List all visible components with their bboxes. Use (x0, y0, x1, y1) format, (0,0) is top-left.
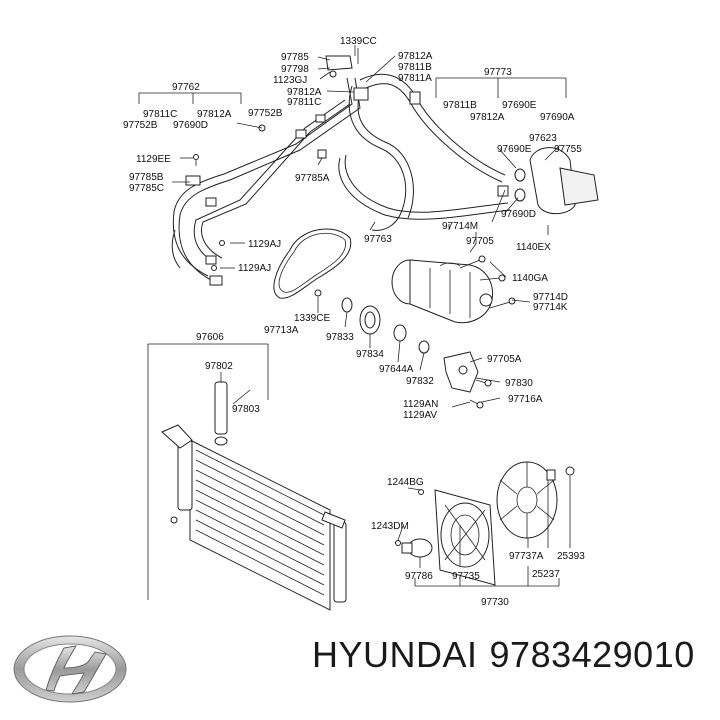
label-97785b: 97785B (129, 172, 164, 183)
label-97802: 97802 (205, 361, 233, 372)
compressor-bracket (443, 351, 492, 409)
hyundai-logo-icon (13, 635, 127, 703)
part-caption: HYUNDAI 9783429010 (312, 634, 707, 676)
label-97762: 97762 (172, 82, 200, 93)
label-97716a: 97716A (508, 394, 543, 405)
label-97714k: 97714K (533, 302, 568, 313)
label-97773: 97773 (484, 67, 512, 78)
label-97811b: 97811B (398, 62, 432, 73)
label-1129ee: 1129EE (136, 154, 171, 165)
condenser (161, 424, 347, 611)
label-97786: 97786 (405, 571, 433, 582)
label-97705a: 97705A (487, 354, 522, 365)
label-97832: 97832 (406, 376, 434, 387)
label-97735: 97735 (452, 571, 480, 582)
label-1129an: 1129AN (403, 399, 438, 410)
label-1140ga: 1140GA (512, 273, 548, 284)
label-25237: 25237 (532, 569, 560, 580)
label-97714d: 97714D (533, 292, 568, 303)
ac-compressor (391, 259, 494, 324)
label-97812a: 97812A (287, 87, 322, 98)
label-97812a: 97812A (398, 51, 433, 62)
label-1339cc: 1339CC (340, 36, 377, 47)
fan-shroud (434, 489, 496, 586)
fan-motor (401, 538, 433, 558)
label-97752b: 97752B (248, 108, 283, 119)
refrigerant-hoses (171, 73, 511, 286)
motor-screw (395, 540, 401, 546)
label-1339ce: 1339CE (294, 313, 330, 324)
label-97690a: 97690A (540, 112, 575, 123)
label-97690e: 97690E (502, 100, 537, 111)
fan-washer (565, 466, 575, 476)
label-97812a: 97812A (470, 112, 505, 123)
label-1140ex: 1140EX (516, 242, 551, 253)
pipe-clamp (325, 48, 359, 78)
label-97811b: 97811B (443, 100, 477, 111)
part-number: 9783429010 (489, 634, 695, 675)
label-25393: 25393 (557, 551, 585, 562)
label-97833: 97833 (326, 332, 354, 343)
label-97713a: 97713A (264, 325, 299, 336)
label-1129aj: 1129AJ (238, 263, 271, 274)
fan-blade (496, 461, 558, 539)
label-97811c: 97811C (287, 97, 321, 108)
label-97690d: 97690D (173, 120, 208, 131)
fan-nut (546, 469, 556, 481)
drive-belt (273, 228, 352, 299)
label-1129av: 1129AV (403, 410, 437, 421)
label-97730: 97730 (481, 597, 509, 608)
desiccant-tube (214, 381, 228, 446)
label-97714m: 97714M (442, 221, 478, 232)
label-97752b: 97752B (123, 120, 158, 131)
receiver-drier (514, 147, 599, 235)
shroud-screw (418, 489, 424, 495)
label-97830: 97830 (505, 378, 533, 389)
label-97798: 97798 (281, 64, 309, 75)
label-97690e: 97690E (497, 144, 532, 155)
label-97785a: 97785A (295, 173, 330, 184)
label-97623: 97623 (529, 133, 557, 144)
label-97690d: 97690D (501, 209, 536, 220)
label-1244bg: 1244BG (387, 477, 424, 488)
label-97785: 97785 (281, 52, 309, 63)
label-97705: 97705 (466, 236, 494, 247)
label-97737a: 97737A (509, 551, 544, 562)
label-97763: 97763 (364, 234, 392, 245)
label-97755: 97755 (554, 144, 582, 155)
brand-name: HYUNDAI (312, 634, 478, 675)
label-97812a: 97812A (197, 109, 232, 120)
clutch-parts (314, 289, 430, 354)
label-1243dm: 1243DM (371, 521, 409, 532)
label-97803: 97803 (232, 404, 260, 415)
label-1129aj: 1129AJ (248, 239, 281, 250)
label-97644a: 97644A (379, 364, 414, 375)
label-97785c: 97785C (129, 183, 164, 194)
label-97811c: 97811C (143, 109, 177, 120)
label-97834: 97834 (356, 349, 384, 360)
label-1123gj: 1123GJ (273, 75, 307, 86)
leader-lines (138, 45, 571, 600)
label-97811a: 97811A (398, 73, 432, 84)
part-number-labels: 1339CC 97785 97798 1123GJ 97812A 97811C … (123, 36, 585, 608)
label-97606: 97606 (196, 332, 224, 343)
hose-bolts (193, 124, 450, 271)
compressor-bolts (459, 255, 516, 309)
